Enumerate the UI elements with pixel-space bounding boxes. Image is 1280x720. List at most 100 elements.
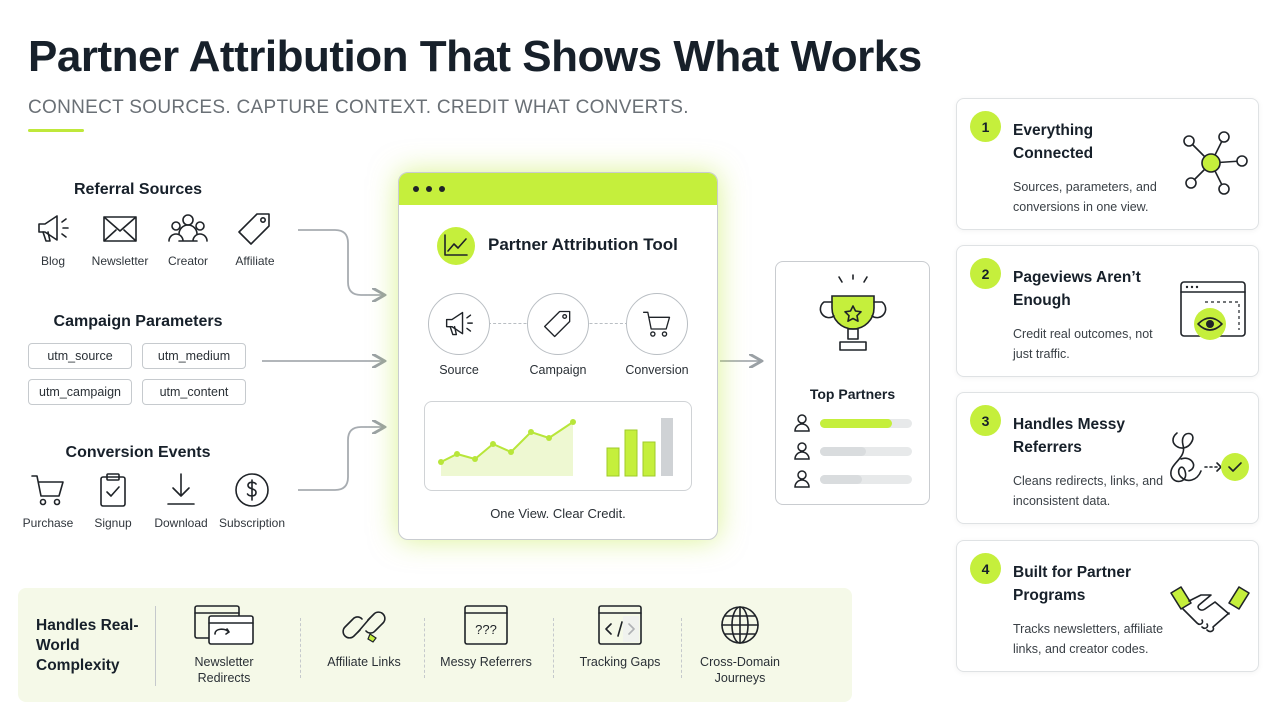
mini-bar-chart: [606, 418, 673, 477]
complexity-item-newsletter-redirects: Newsletter Redirects: [169, 604, 279, 686]
divider: [424, 618, 425, 678]
user-icon: [794, 470, 810, 488]
feature-card-3: 3 Handles Messy Referrers Cleans redirec…: [956, 392, 1259, 524]
node-circle: [428, 293, 490, 355]
page-title: Partner Attribution That Shows What Work…: [28, 32, 922, 81]
browser-eye-icon: [1180, 281, 1246, 340]
card-number-badge: 2: [970, 258, 1001, 289]
partner-row: [794, 414, 914, 432]
question-marks-glyph: ???: [475, 622, 497, 637]
conversion-label: Purchase: [22, 516, 74, 530]
feature-card-1: 1 Everything Connected Sources, paramete…: [956, 98, 1259, 230]
globe-icon: [721, 606, 759, 644]
card-description: Sources, parameters, and conversions in …: [1013, 180, 1157, 214]
param-chip: utm_medium: [142, 343, 246, 369]
node-circle: [626, 293, 688, 355]
accent-underline: [28, 129, 84, 132]
people-icon: [168, 214, 208, 242]
complexity-label: Affiliate Links: [327, 655, 401, 669]
user-icon: [794, 414, 810, 432]
code-window-icon: [598, 605, 642, 645]
partner-row: [794, 470, 914, 488]
mini-line-chart: [438, 419, 576, 476]
feature-card-4: 4 Built for Partner Programs Tracks news…: [956, 540, 1259, 672]
complexity-label: Messy Referrers: [440, 655, 532, 669]
divider: [300, 618, 301, 678]
card-title: Built for Partner Programs: [1013, 564, 1131, 604]
top-partners-panel: Top Partners: [775, 261, 930, 505]
network-icon: [1183, 131, 1248, 195]
referral-item-blog: Blog: [18, 212, 88, 268]
card-title: Handles Messy Referrers: [1013, 416, 1125, 456]
tangle-check-icon: [1170, 432, 1249, 483]
complexity-label: Cross-Domain Journeys: [700, 655, 780, 685]
referral-sources-heading: Referral Sources: [73, 181, 203, 198]
node-circle: [527, 293, 589, 355]
divider: [681, 618, 682, 678]
partner-bar-fill: [820, 419, 892, 428]
conversion-label: Subscription: [218, 516, 286, 530]
mini-chart-panel: [424, 401, 692, 491]
complexity-panel: Handles Real-World Complexity Newsletter…: [18, 588, 852, 702]
megaphone-icon: [38, 215, 69, 242]
partner-bar-track: [820, 419, 912, 428]
node-conversion: Conversion: [625, 293, 702, 377]
redirect-windows-icon: [194, 605, 254, 645]
partner-bar-track: [820, 447, 912, 456]
referral-label: Creator: [167, 254, 208, 268]
arrow-referral: [298, 229, 383, 295]
partner-bar-fill: [820, 475, 862, 484]
param-chip: utm_campaign: [28, 379, 132, 405]
card-description: Credit real outcomes, not just traffic.: [1013, 327, 1153, 361]
card-description: Tracks newsletters, affiliate links, and…: [1013, 622, 1164, 656]
campaign-parameters-heading: Campaign Parameters: [53, 313, 223, 330]
node-source: Source: [428, 293, 504, 377]
partner-bar-fill: [820, 447, 866, 456]
conversion-item-signup: Signup: [78, 472, 148, 530]
clipboard-check-icon: [100, 473, 126, 507]
window-titlebar: [399, 173, 717, 205]
node-label: Conversion: [625, 363, 689, 377]
referral-item-newsletter: Newsletter: [85, 212, 155, 268]
referral-item-creator: Creator: [153, 212, 223, 268]
card-number-badge: 3: [970, 405, 1001, 436]
dollar-icon: [235, 473, 269, 507]
megaphone-icon: [445, 311, 473, 336]
complexity-title: Handles Real-World Complexity: [36, 617, 139, 674]
cart-icon: [643, 311, 671, 337]
conversion-label: Download: [154, 516, 208, 530]
link-icon: [342, 611, 386, 643]
tag-icon: [238, 213, 270, 245]
partner-row: [794, 442, 914, 460]
tag-icon: [544, 310, 571, 338]
conversion-item-purchase: Purchase: [13, 472, 83, 530]
node-label: Campaign: [529, 363, 587, 377]
top-partners-label: Top Partners: [809, 386, 896, 402]
envelope-icon: [103, 216, 137, 242]
cart-icon: [31, 475, 64, 506]
tool-title: Partner Attribution Tool: [488, 235, 678, 254]
download-icon: [167, 473, 195, 505]
node-label: Source: [439, 363, 479, 377]
conversion-events-heading: Conversion Events: [65, 444, 211, 461]
referral-label: Affiliate: [235, 254, 275, 268]
complexity-item-tracking-gaps: Tracking Gaps: [565, 604, 675, 670]
card-number-badge: 1: [970, 111, 1001, 142]
conversion-item-download: Download: [146, 472, 216, 530]
complexity-item-affiliate-links: Affiliate Links: [309, 604, 419, 670]
node-campaign: Campaign: [527, 293, 603, 377]
complexity-label: Newsletter Redirects: [194, 655, 254, 685]
complexity-item-cross-domain: Cross-Domain Journeys: [685, 604, 795, 686]
trophy-icon: [819, 274, 887, 351]
referral-label: Blog: [40, 254, 66, 268]
trend-chart-icon: [437, 227, 475, 265]
attribution-tool-window: Partner Attribution Tool Source Campaign: [398, 172, 718, 540]
card-number-badge: 4: [970, 553, 1001, 584]
partner-bar-track: [820, 475, 912, 484]
conversion-item-subscription: Subscription: [217, 472, 287, 530]
card-title: Everything Connected: [1013, 122, 1094, 162]
question-window-icon: ???: [464, 605, 508, 645]
handshake-icon: [1170, 586, 1250, 633]
complexity-label: Tracking Gaps: [579, 655, 661, 669]
